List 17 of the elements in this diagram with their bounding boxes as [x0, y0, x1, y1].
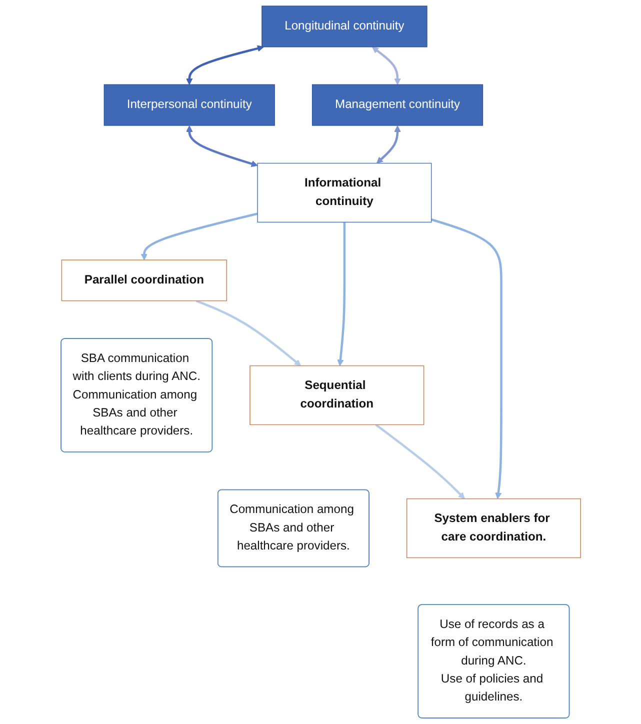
arrow — [376, 125, 400, 164]
arrow — [195, 300, 301, 366]
arrow — [372, 46, 400, 85]
node-box — [61, 260, 227, 302]
arrow — [430, 218, 502, 500]
node-box — [312, 84, 483, 126]
node-box — [406, 498, 581, 558]
arrow — [186, 45, 264, 85]
arrow — [186, 125, 258, 167]
node-box — [249, 365, 424, 426]
arrow — [140, 212, 258, 260]
diagram: Longitudinal continuity Interpersonal continuity Management continuity Informational continuity Parallel coordination SBA communication with clients during ANC. Communication among SBAs and other healthcare providers. Sequential coordination Communication among SBAs and other healthcare providers. System enablers for care coordination. Use of records as a form of communication during ANC. Use of policies and guidelines. — [54, 0, 586, 724]
arrow — [374, 424, 465, 500]
node-box — [256, 162, 432, 223]
node-box — [261, 6, 427, 48]
arrow — [336, 222, 346, 366]
node-box — [103, 84, 275, 126]
